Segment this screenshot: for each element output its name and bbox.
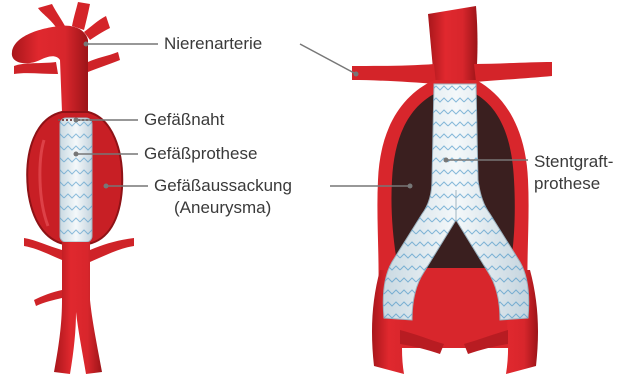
- right-renal-left: [352, 64, 436, 84]
- right-renal-right: [474, 62, 552, 82]
- open-repair-illustration: [12, 2, 134, 374]
- label-nierenarterie: Nierenarterie: [164, 34, 262, 54]
- leader-nierenarterie-right: [300, 44, 356, 74]
- label-stentgraft-line1: Stentgraft-: [534, 152, 613, 172]
- label-stentgraft-line2: prothese: [534, 174, 600, 194]
- left-lower-aorta: [54, 242, 102, 374]
- right-upper-aorta: [428, 6, 478, 80]
- stentgraft-illustration: [352, 6, 552, 374]
- label-gefaessnaht: Gefäßnaht: [144, 110, 224, 130]
- label-gefaessaussackung-line1: Gefäßaussackung: [154, 176, 292, 196]
- label-gefaessprothese: Gefäßprothese: [144, 144, 257, 164]
- label-gefaessaussackung-line2: (Aneurysma): [174, 198, 271, 218]
